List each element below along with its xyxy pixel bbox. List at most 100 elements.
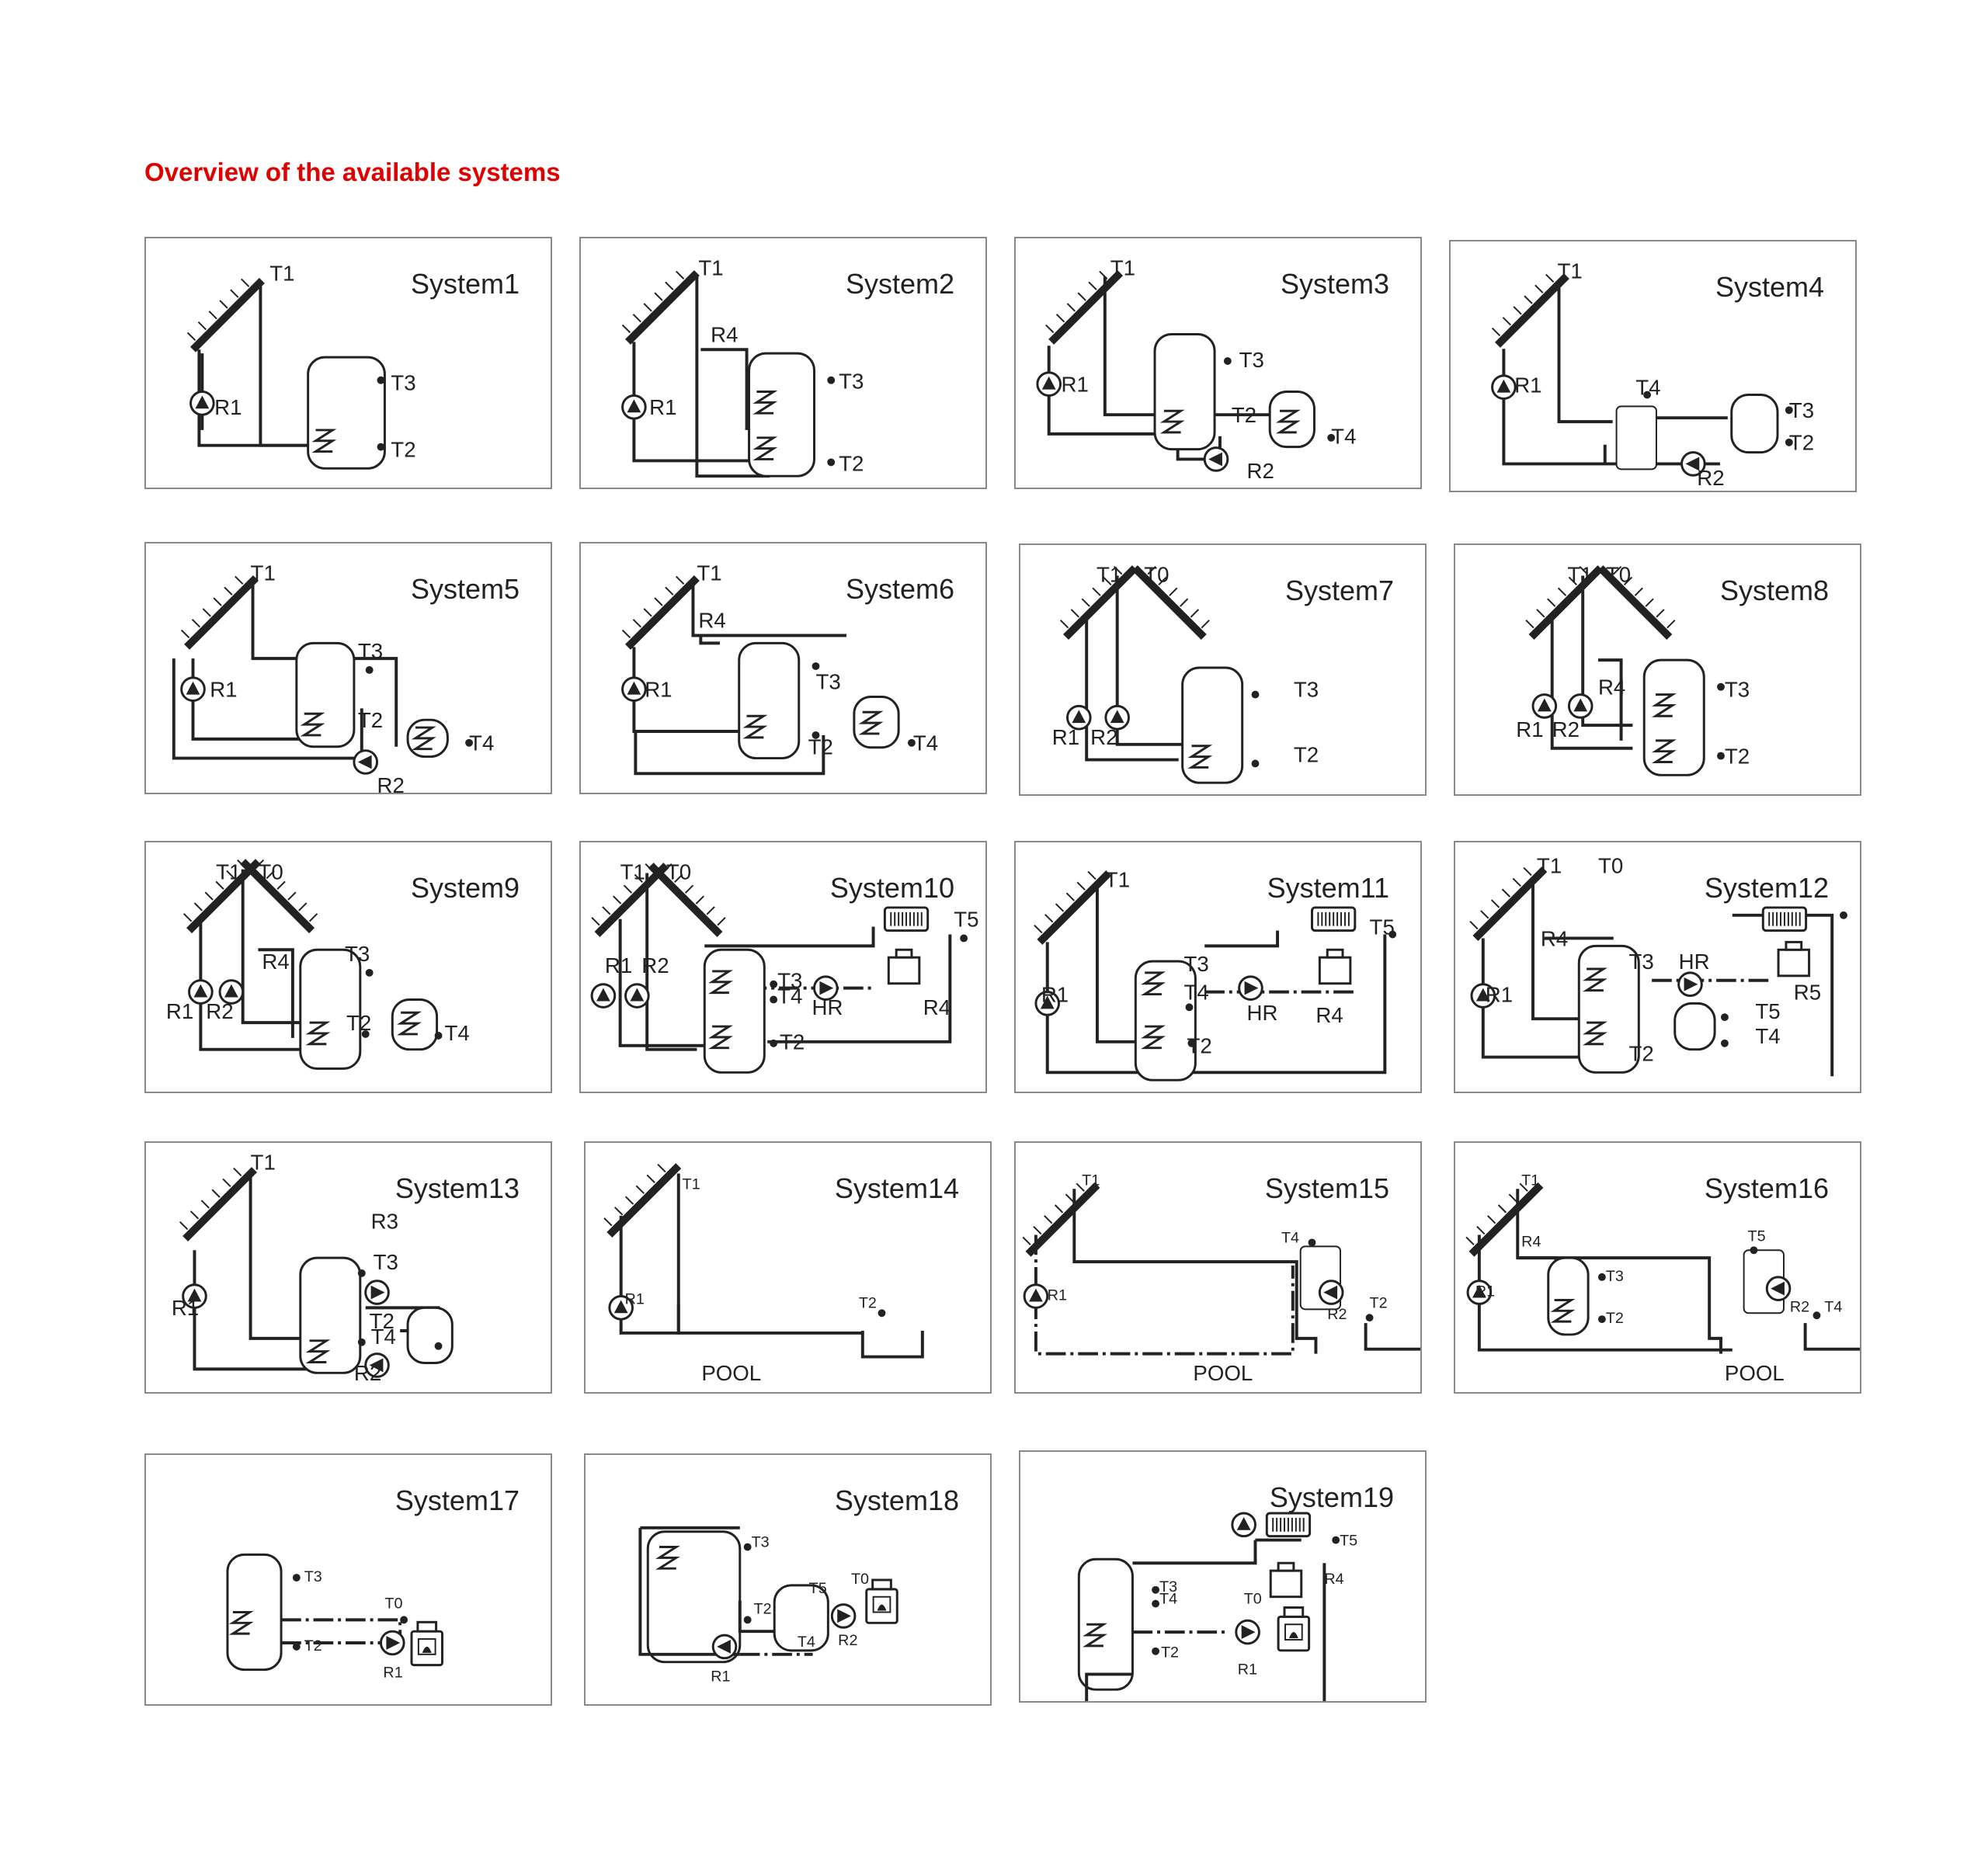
sensor-dot <box>770 995 778 1004</box>
label-t2: T2 <box>370 1309 394 1333</box>
system-title: System15 <box>1264 1172 1389 1204</box>
pump-icon <box>1238 975 1263 1001</box>
label-t3: T3 <box>839 370 864 394</box>
label-r2: R2 <box>1247 459 1274 483</box>
label-r1: R1 <box>1516 717 1543 741</box>
label-r2: R2 <box>1090 725 1117 749</box>
label-r1: R1 <box>172 1296 199 1320</box>
sensor-dot <box>434 1342 443 1350</box>
pump-icon <box>1765 1276 1792 1301</box>
pump-icon <box>364 1352 390 1378</box>
pump-icon <box>621 394 647 420</box>
system-title: System11 <box>1267 872 1389 904</box>
sensor-dot <box>1152 1599 1160 1608</box>
label-t3: T3 <box>345 942 370 966</box>
sensor-dot <box>1720 1013 1729 1022</box>
pump-icon <box>590 983 617 1009</box>
label-r2: R2 <box>1790 1298 1809 1315</box>
heat-exchanger-coil-icon <box>655 1546 680 1570</box>
pump-icon <box>1034 991 1061 1016</box>
sensor-dot <box>434 1031 443 1040</box>
system-title: System4 <box>1715 271 1824 303</box>
pump-icon <box>189 391 215 416</box>
label-t2: T2 <box>859 1294 877 1311</box>
label-t1: T1 <box>698 255 723 280</box>
label-t0: T0 <box>384 1595 402 1613</box>
heat-exchanger-coil-icon <box>228 1610 254 1635</box>
system-title: System1 <box>410 268 520 300</box>
label-t3: T3 <box>1606 1268 1624 1285</box>
sensor-dot <box>1332 1536 1340 1544</box>
heat-exchanger-coil-icon <box>1083 1623 1108 1648</box>
label-r4: R4 <box>923 995 951 1019</box>
solar-collector-icon <box>591 863 669 938</box>
sensor-dot <box>1187 1039 1196 1047</box>
system-title: System3 <box>1280 268 1389 300</box>
sensor-dot <box>827 376 836 384</box>
heat-exchanger-coil-icon <box>1583 967 1607 992</box>
pump-icon <box>711 1634 738 1660</box>
storage-tank <box>295 641 356 748</box>
storage-tank <box>1642 658 1705 776</box>
pump-icon <box>621 676 647 702</box>
storage-tank <box>406 1306 454 1364</box>
label-r2: R2 <box>377 773 405 793</box>
solar-collector-icon <box>1525 565 1604 641</box>
heat-exchanger-coil-icon <box>1651 693 1677 717</box>
system-title: System8 <box>1719 575 1829 606</box>
label-t2: T2 <box>1725 744 1750 768</box>
heat-exchanger-coil-icon <box>1550 1298 1576 1323</box>
label-t0: T0 <box>1244 1591 1262 1608</box>
label-r4: R4 <box>1541 926 1568 950</box>
sensor-dot <box>878 1309 886 1318</box>
label-r1: R1 <box>383 1664 402 1681</box>
solar-collector-icon <box>180 575 259 650</box>
pool-icon <box>1803 1323 1860 1351</box>
label-t2: T2 <box>754 1600 772 1617</box>
sensor-dot <box>1185 1003 1194 1012</box>
heat-exchanger-coil-icon <box>305 1339 331 1363</box>
label-t4: T4 <box>1824 1298 1842 1315</box>
heat-exchanger-coil-icon <box>311 429 337 453</box>
sensor-dot <box>1643 391 1652 399</box>
label-r1: R1 <box>649 395 676 419</box>
label-t1: T1 <box>1110 255 1135 280</box>
label-t1: T1 <box>697 561 721 585</box>
label-hr: HR <box>1247 1001 1278 1025</box>
pump-icon <box>1066 704 1092 731</box>
sensor-dot <box>1720 1039 1729 1047</box>
pump-icon <box>353 749 379 775</box>
stove-icon <box>865 1578 898 1624</box>
sensor-dot <box>1327 433 1336 442</box>
label-r3: R3 <box>371 1210 398 1234</box>
sensor-dot <box>292 1642 301 1651</box>
storage-tank <box>1134 960 1197 1082</box>
page-title: Overview of the available systems <box>144 158 561 186</box>
sensor-dot <box>1785 406 1793 415</box>
sensor-dot <box>960 934 968 943</box>
system-title: System17 <box>394 1484 520 1516</box>
solar-collector-icon <box>621 575 700 650</box>
label-pool: POOL <box>1725 1361 1785 1385</box>
sensor-dot <box>1597 1315 1606 1324</box>
label-t4: T4 <box>777 984 802 1008</box>
solar-collector-icon <box>1045 269 1124 345</box>
solar-collector-icon <box>648 863 726 938</box>
label-t3: T3 <box>1159 1578 1177 1595</box>
label-t2: T2 <box>1161 1644 1179 1661</box>
sensor-dot <box>1785 438 1793 446</box>
pump-icon <box>1491 374 1517 400</box>
storage-tank <box>773 1584 829 1652</box>
label-t2: T2 <box>304 1637 322 1655</box>
heat-exchanger-coil-icon <box>742 714 768 739</box>
label-t2: T2 <box>780 1030 805 1054</box>
label-t5: T5 <box>1755 999 1780 1023</box>
boiler-icon <box>1777 940 1811 977</box>
